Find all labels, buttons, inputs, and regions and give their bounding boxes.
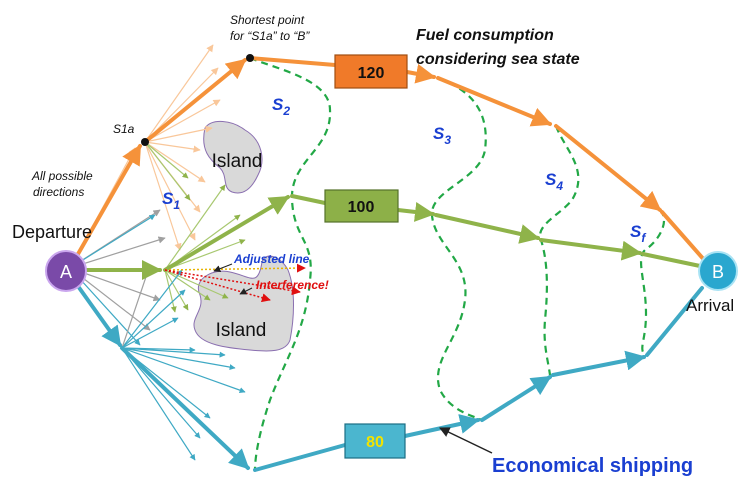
s1a-label: S1a (113, 122, 135, 136)
all-possible-label-1: All possible (31, 169, 93, 183)
stage-label-sf: Sf (630, 222, 646, 245)
s1a-green-fan (144, 141, 191, 201)
stage-label-s4: S4 (545, 170, 563, 193)
fuel-label-2: considering sea state (416, 51, 580, 68)
svg-text:B: B (712, 262, 724, 282)
adjusted-line-label: Adjusted line (233, 252, 310, 266)
shortest-point-label-2: for “S1a” to “B” (230, 29, 310, 43)
stage-label-s3: S3 (433, 124, 451, 147)
departure-node: A (45, 250, 87, 292)
stage-label-s2: S2 (272, 95, 290, 118)
fuel-label-1: Fuel consumption (416, 27, 554, 44)
upper-island (203, 121, 263, 194)
interference-label: Interference! (256, 278, 329, 292)
cost-box-bottom: 80 (344, 423, 406, 459)
orange-route (68, 56, 708, 270)
shortest-point-dot (246, 54, 254, 62)
s1a-point-dot (141, 138, 149, 146)
cost-box-middle: 100 (324, 189, 399, 223)
adjusted-line-arrow (164, 263, 306, 273)
stage-label-s1: S1 (162, 189, 180, 212)
economical-pointer (439, 427, 493, 454)
lower-island-label: Island (216, 320, 267, 341)
svg-text:80: 80 (366, 434, 384, 451)
interference-pointer (239, 287, 253, 295)
lower-island (193, 255, 294, 352)
interference-arrow-1 (164, 269, 301, 296)
adjusted-pointer (213, 263, 233, 272)
arrival-label: Arrival (686, 296, 734, 315)
stage-lines (249, 56, 666, 471)
green-route (84, 194, 702, 280)
shortest-point-label-1: Shortest point (230, 13, 305, 27)
departure-label: Departure (12, 222, 92, 242)
all-possible-label-2: directions (33, 185, 84, 199)
cost-box-top: 120 (334, 54, 408, 89)
upper-island-label: Island (212, 151, 263, 172)
svg-text:A: A (60, 262, 72, 282)
economical-shipping-label: Economical shipping (492, 455, 693, 477)
svg-text:120: 120 (358, 65, 385, 82)
arrival-node: B (698, 251, 738, 291)
svg-text:100: 100 (348, 199, 375, 216)
